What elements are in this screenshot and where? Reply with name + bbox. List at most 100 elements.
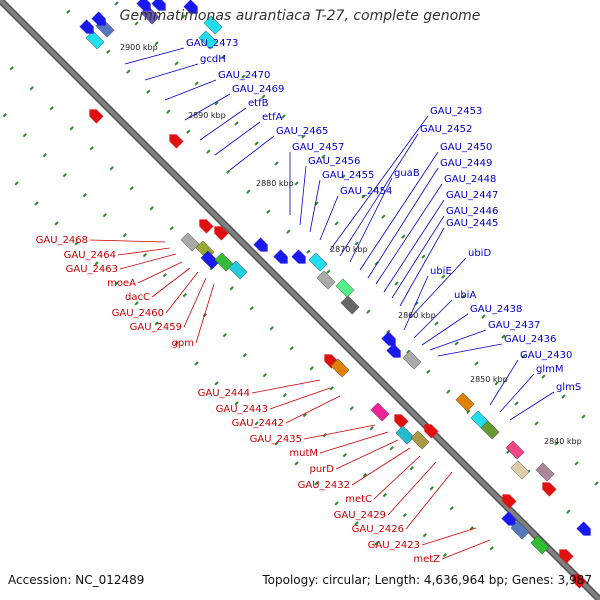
map-title: Gemmatimonas aurantiaca T-27, complete g… [119,8,481,24]
scale-mark-label: 2860 kbp [398,311,436,320]
gene-feature [291,249,306,264]
gene-feature [502,494,517,509]
gene-label-reverse: GAU_2463 [66,264,118,275]
tick-mark [566,509,571,514]
gene-feature [169,134,184,149]
gene-feature [424,424,439,439]
label-leader [509,391,555,421]
label-leader [285,395,341,424]
label-leader [405,471,453,530]
label-leader [387,461,437,516]
scale-mark-label: 2870 kbp [330,245,368,254]
tick-mark [149,206,154,211]
scale-mark-label: 2890 kbp [188,111,226,120]
gene-feature [402,350,422,370]
label-leader [499,373,535,413]
gene-label-reverse: dacC [125,292,150,303]
tick-mark [466,409,471,414]
tick-mark [34,201,39,206]
gene-label-reverse: GAU_2432 [298,480,350,491]
tick-mark [14,181,19,186]
tick-mark [369,426,374,431]
tick-mark [454,341,459,346]
gene-feature [228,260,248,280]
label-leader [119,253,177,270]
tick-mark [521,354,526,359]
label-leader [351,447,411,486]
tick-mark [234,401,239,406]
tick-mark [2,113,7,118]
gene-label-forward: ubiE [430,266,452,277]
tick-mark [402,513,407,518]
tick-mark [94,261,99,266]
gene-label-reverse: GAU_2444 [198,388,250,399]
tick-mark [406,349,411,354]
gene-label-reverse: metZ [413,554,440,565]
tick-mark [129,186,134,191]
tick-mark [349,406,354,411]
gene-feature [501,511,516,526]
gene-feature [505,440,525,460]
tick-mark [341,174,346,179]
tick-mark [181,14,186,19]
gene-label-forward: GAU_2448 [444,174,496,185]
gene-label-forward: gcdH [200,54,226,65]
label-leader [349,177,393,263]
tick-mark [134,301,139,306]
gene-feature [330,358,350,378]
tick-mark [389,446,394,451]
tick-mark [421,254,426,259]
tick-mark [89,146,94,151]
tick-mark [194,81,199,86]
tick-mark [114,1,119,6]
gene-feature [198,30,218,50]
genome-summary-text: Topology: circular; Length: 4,636,964 bp… [262,573,592,587]
gene-feature [308,252,328,272]
gene-feature [180,232,200,252]
tick-mark [309,366,314,371]
label-leader [303,424,376,440]
tick-mark [214,381,219,386]
gene-label-forward: GAU_2455 [322,170,374,181]
scale-mark-label: 2850 kbp [470,375,508,384]
gene-feature [559,549,574,564]
tick-mark [314,481,319,486]
tick-mark [254,141,259,146]
tick-mark [581,414,586,419]
label-leader [441,539,491,560]
tick-mark [394,281,399,286]
tick-mark [194,361,199,366]
tick-mark [321,154,326,159]
gene-feature [273,249,288,264]
scale-mark-label: 2880 kbp [256,179,294,188]
tick-mark [501,334,506,339]
tick-mark [214,101,219,106]
gene-feature [85,30,105,50]
tick-mark [102,213,107,218]
tick-mark [154,41,159,46]
tick-mark [122,233,127,238]
gene-label-forward: GAU_2454 [340,186,392,197]
tick-mark [422,533,427,538]
gene-label-reverse: GAU_2459 [130,322,182,333]
tick-mark [126,69,131,74]
tick-mark [274,161,279,166]
accession-text: Accession: NC_012489 [8,573,145,587]
gene-feature [370,402,390,422]
tick-mark [374,541,379,546]
tick-mark [262,373,267,378]
gene-label-forward: GAU_2446 [446,206,498,217]
tick-mark [554,441,559,446]
gene-feature [253,237,268,252]
tick-mark [266,209,271,214]
tick-mark [361,194,366,199]
tick-mark [269,326,274,331]
tick-mark [561,394,566,399]
tick-mark [429,486,434,491]
gene-label-reverse: GAU_2468 [36,235,88,246]
gene-feature [381,331,396,346]
label-leader [299,165,307,226]
tick-mark [461,294,466,299]
